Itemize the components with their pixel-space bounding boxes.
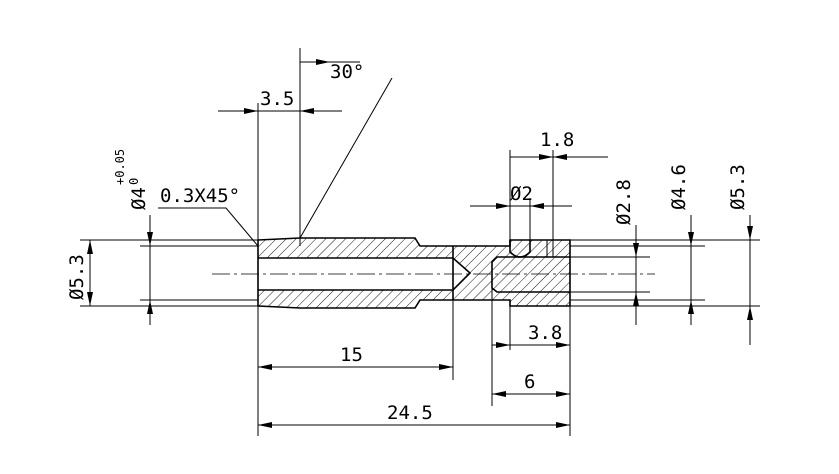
bore-tol-lower-label: 0 [127,178,141,185]
outer-diameter-left-label: Ø5.3 [66,254,88,300]
dimension-labels: 24.5 15 6 3.8 3.5 30° 1.8 Ø2 0.3X45° Ø5.… [66,61,749,424]
cone-angle-label: 30° [330,61,364,83]
part-section [257,237,571,309]
chamfer-width-label: 3.5 [260,88,294,110]
overall-length-label: 24.5 [387,402,433,424]
small-bore-diameter-label: Ø2.8 [613,179,635,225]
step-diameter-label: Ø4.6 [668,164,690,210]
upper-wall-hatch [258,238,453,258]
lower-wall-hatch [258,290,453,308]
bore-depth-label: 15 [340,344,363,366]
chamfer-note-label: 0.3X45° [160,185,240,207]
extension-lines [80,48,760,436]
bore-profile [258,257,472,291]
cross-hole [509,240,531,258]
small-bore-length-label: 3.8 [528,322,562,344]
dimension-lines [87,59,753,428]
counterbore-length-label: 6 [524,371,535,393]
groove-width-label: 1.8 [540,129,574,151]
hole-diameter-label: Ø2 [510,183,533,205]
outer-profile [257,237,571,309]
counterbore-profile [491,256,570,293]
outer-diameter-right-label: Ø5.3 [727,164,749,210]
bore-tol-upper-label: +0.05 [113,149,127,185]
bore-diameter-label: Ø4 [128,187,150,210]
